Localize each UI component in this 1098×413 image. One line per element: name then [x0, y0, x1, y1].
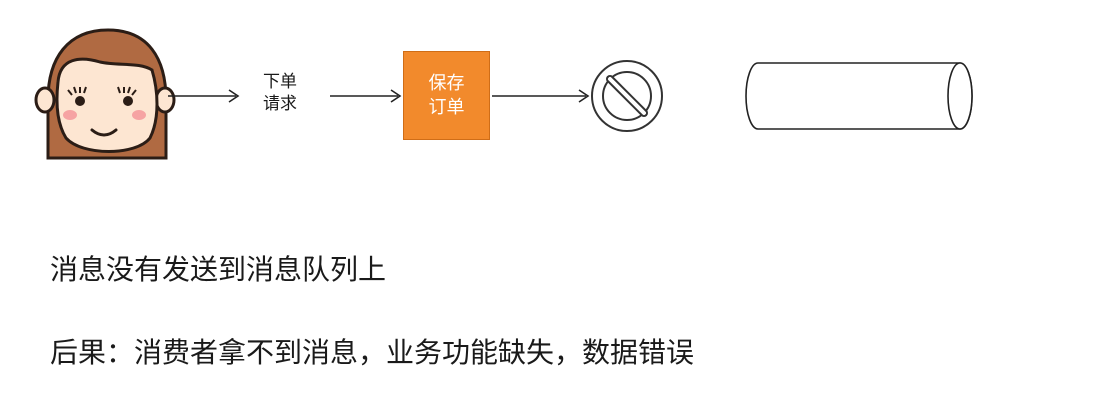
arrow-to-blocked	[492, 89, 590, 103]
request-label-line2: 请求	[263, 94, 297, 114]
arrow-to-save	[330, 89, 402, 103]
save-order-box: 保存 订单	[403, 51, 490, 140]
caption-consequence: 后果：消费者拿不到消息，业务功能缺失，数据错误	[50, 336, 695, 369]
cylinder-queue-icon	[745, 62, 973, 130]
arrow-to-request	[168, 89, 240, 103]
save-order-line2: 订单	[428, 96, 465, 118]
request-label-line1: 下单	[263, 72, 297, 92]
caption-problem: 消息没有发送到消息队列上	[50, 253, 387, 286]
request-label: 下单 请求	[250, 71, 310, 115]
girl-face-icon	[34, 28, 176, 160]
prohibited-icon	[591, 60, 663, 132]
save-order-line1: 保存	[428, 72, 465, 94]
